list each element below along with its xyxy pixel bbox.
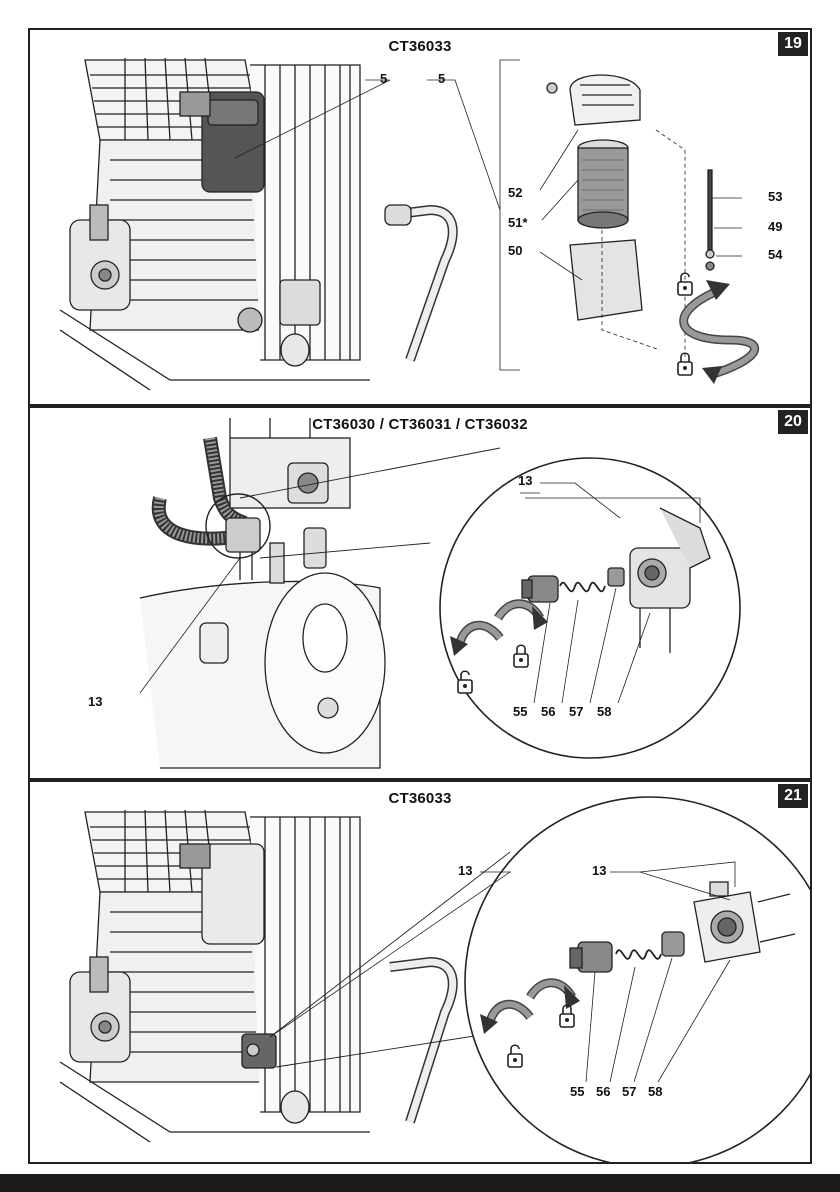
figure-20-panel: CT36030 / CT36031 / CT36032 20 13 13 55 … (28, 406, 812, 780)
callout-55: 55 (513, 705, 527, 719)
figure-19-number: 19 (778, 32, 808, 56)
figure-21-illustration (30, 782, 810, 1162)
figure-20-number: 20 (778, 410, 808, 434)
callout-57: 57 (569, 705, 583, 719)
callout-13b: 13 (592, 864, 606, 878)
callout-51: 51* (508, 216, 528, 230)
callout-56: 56 (541, 705, 555, 719)
callout-5b: 5 (438, 72, 445, 86)
callout-13a: 13 (458, 864, 472, 878)
figure-21-model: CT36033 (30, 790, 810, 807)
callout-52: 52 (508, 186, 522, 200)
callout-56: 56 (596, 1085, 610, 1099)
callout-50: 50 (508, 244, 522, 258)
callout-5a: 5 (380, 72, 387, 86)
callout-13a: 13 (518, 474, 532, 488)
figure-21-panel: CT36033 21 13 13 55 56 57 58 (28, 780, 812, 1164)
rotate-arrow-icon (684, 280, 755, 384)
callout-58: 58 (597, 705, 611, 719)
callout-57: 57 (622, 1085, 636, 1099)
figure-20-illustration (30, 408, 810, 778)
figure-19-illustration (30, 30, 810, 404)
callout-58: 58 (648, 1085, 662, 1099)
figure-19-model: CT36033 (30, 38, 810, 55)
callout-13b: 13 (88, 695, 102, 709)
callout-53: 53 (768, 190, 782, 204)
callout-49: 49 (768, 220, 782, 234)
figure-21-number: 21 (778, 784, 808, 808)
figure-19-panel: CT36033 19 5 5 52 51* 50 53 49 54 (28, 28, 812, 406)
callout-54: 54 (768, 248, 782, 262)
figure-20-model: CT36030 / CT36031 / CT36032 (30, 416, 810, 433)
page-footer-bar (0, 1174, 840, 1192)
callout-55: 55 (570, 1085, 584, 1099)
